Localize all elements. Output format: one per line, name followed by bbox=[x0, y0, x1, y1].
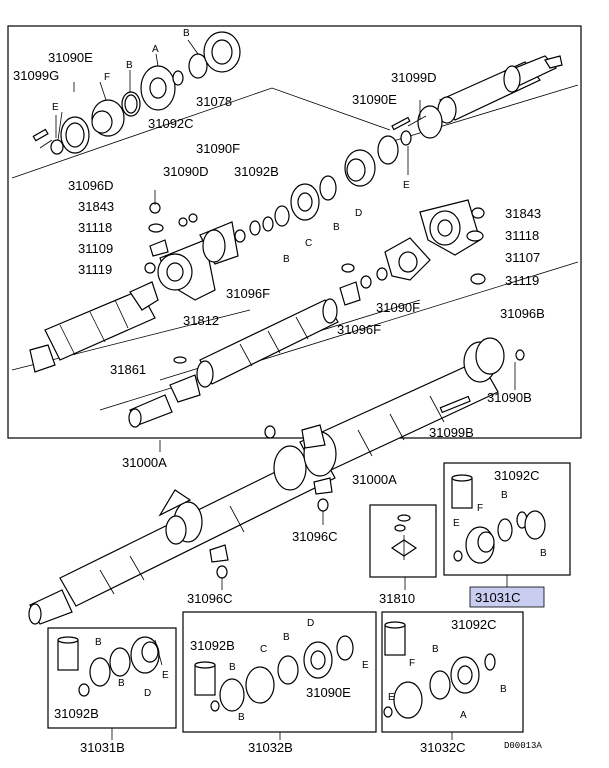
label-E: E bbox=[362, 660, 369, 671]
label-31078[interactable]: 31078 bbox=[196, 94, 232, 109]
label-E: E bbox=[403, 180, 410, 191]
label-31109[interactable]: 31109 bbox=[78, 241, 113, 256]
label-31810[interactable]: 31810 bbox=[379, 591, 415, 606]
label-E: E bbox=[162, 670, 169, 681]
label-31092B[interactable]: 31092B bbox=[54, 706, 99, 721]
label-31096B[interactable]: 31096B bbox=[500, 306, 545, 321]
label-31096F[interactable]: 31096F bbox=[226, 286, 270, 301]
label-31092B[interactable]: 31092B bbox=[190, 638, 235, 653]
label-D: D bbox=[355, 208, 362, 219]
label-B: B bbox=[118, 678, 125, 689]
label-31032C[interactable]: 31032C bbox=[420, 740, 466, 755]
label-31092B[interactable]: 31092B bbox=[234, 164, 279, 179]
label-31843[interactable]: 31843 bbox=[78, 199, 114, 214]
label-31096C[interactable]: 31096C bbox=[187, 591, 233, 606]
label-31031B[interactable]: 31031B bbox=[80, 740, 125, 755]
universal-joint-31810 bbox=[390, 514, 418, 560]
label-31090B[interactable]: 31090B bbox=[487, 390, 532, 405]
center-bearing-right bbox=[339, 199, 486, 306]
diagram-code: D00013A bbox=[504, 741, 542, 751]
joint-kit-31032B bbox=[194, 635, 354, 712]
part-labels: 31090E 31099G A B F B E 31078 31092C 310… bbox=[13, 28, 547, 755]
label-F: F bbox=[477, 503, 483, 514]
label-E: E bbox=[388, 692, 395, 703]
label-31096D[interactable]: 31096D bbox=[68, 178, 114, 193]
label-31090E[interactable]: 31090E bbox=[306, 685, 351, 700]
middle-shaft bbox=[128, 298, 339, 428]
inset-box-31032B bbox=[182, 611, 377, 733]
label-31000A[interactable]: 31000A bbox=[122, 455, 167, 470]
label-B: B bbox=[501, 490, 508, 501]
label-31861[interactable]: 31861 bbox=[110, 362, 146, 377]
main-propeller-shaft bbox=[28, 337, 525, 625]
label-E: E bbox=[453, 518, 460, 529]
upper-exploded-view-frame bbox=[7, 25, 582, 439]
label-B: B bbox=[229, 662, 236, 673]
label-F: F bbox=[409, 658, 415, 669]
label-31090E[interactable]: 31090E bbox=[48, 50, 93, 65]
label-31096C[interactable]: 31096C bbox=[292, 529, 338, 544]
label-C: C bbox=[305, 238, 312, 249]
front-shaft-upper-right bbox=[262, 55, 563, 232]
inset-box-31032C bbox=[381, 611, 524, 733]
label-B: B bbox=[183, 28, 190, 39]
label-31096F[interactable]: 31096F bbox=[337, 322, 381, 337]
label-31099G[interactable]: 31099G bbox=[13, 68, 59, 83]
inset-box-31810 bbox=[369, 504, 437, 578]
label-31118[interactable]: 31118 bbox=[78, 220, 112, 235]
label-31032B[interactable]: 31032B bbox=[248, 740, 293, 755]
label-31090E[interactable]: 31090E bbox=[352, 92, 397, 107]
center-bearing-left bbox=[29, 190, 261, 373]
alignment-guides bbox=[11, 84, 579, 411]
joint-kit-31032C bbox=[383, 621, 496, 719]
label-31092C[interactable]: 31092C bbox=[148, 116, 194, 131]
label-31090F[interactable]: 31090F bbox=[376, 300, 420, 315]
label-31843[interactable]: 31843 bbox=[505, 206, 541, 221]
label-C: C bbox=[260, 644, 267, 655]
label-31090F[interactable]: 31090F bbox=[196, 141, 240, 156]
label-31107[interactable]: 31107 bbox=[505, 250, 540, 265]
joint-kit-31031B bbox=[57, 636, 163, 697]
joint-kit-31031C bbox=[451, 474, 546, 564]
label-F: F bbox=[104, 72, 110, 83]
flange-joint-group-upper-left bbox=[32, 31, 241, 155]
label-31092C[interactable]: 31092C bbox=[451, 617, 497, 632]
label-B: B bbox=[126, 60, 133, 71]
label-31119[interactable]: 31119 bbox=[505, 273, 539, 288]
label-B: B bbox=[432, 644, 439, 655]
label-D: D bbox=[144, 688, 151, 699]
label-E: E bbox=[52, 102, 59, 113]
label-31000A[interactable]: 31000A bbox=[352, 472, 397, 487]
label-31118[interactable]: 31118 bbox=[505, 228, 539, 243]
label-B: B bbox=[283, 632, 290, 643]
label-B: B bbox=[238, 712, 245, 723]
label-31031C-selected[interactable]: 31031C bbox=[475, 590, 521, 605]
label-B: B bbox=[283, 254, 290, 265]
label-31090D[interactable]: 31090D bbox=[163, 164, 209, 179]
label-31099B[interactable]: 31099B bbox=[429, 425, 474, 440]
label-31099D[interactable]: 31099D bbox=[391, 70, 437, 85]
label-D: D bbox=[307, 618, 314, 629]
label-B: B bbox=[95, 637, 102, 648]
label-A: A bbox=[152, 44, 159, 55]
label-31812[interactable]: 31812 bbox=[183, 313, 219, 328]
label-B: B bbox=[500, 684, 507, 695]
label-31092C[interactable]: 31092C bbox=[494, 468, 540, 483]
label-B: B bbox=[333, 222, 340, 233]
label-31119[interactable]: 31119 bbox=[78, 262, 112, 277]
label-B: B bbox=[540, 548, 547, 559]
label-A: A bbox=[460, 710, 467, 721]
